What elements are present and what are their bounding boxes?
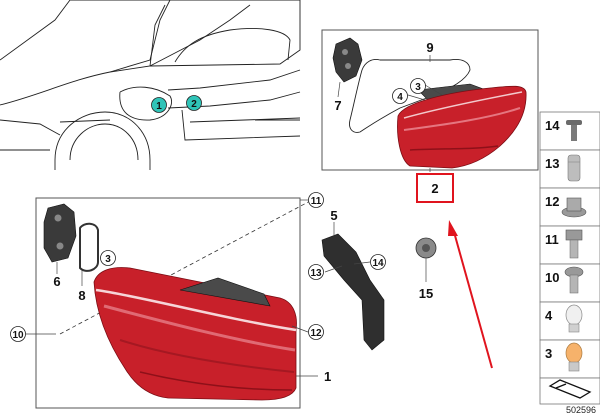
- side-part-10-label: 10: [545, 270, 559, 285]
- main-callout-5: 5: [330, 208, 337, 223]
- side-parts-list: 14 13 12 11: [539, 111, 600, 405]
- inset-callout-4-label: 4: [397, 92, 403, 103]
- bulb-icon: [565, 342, 583, 372]
- wedge-bulb-icon: [565, 304, 583, 333]
- main-callout-8: 8: [78, 288, 85, 303]
- main-deflector-part: [321, 233, 385, 351]
- inset-callout-9: 9: [426, 40, 433, 55]
- highlighted-part-2[interactable]: 2: [416, 173, 454, 203]
- side-part-14-label: 14: [545, 118, 560, 133]
- car-callout-2-label: 2: [191, 99, 197, 110]
- main-callout-12-label: 12: [310, 328, 322, 339]
- inset-callout-9-label: 9: [426, 40, 433, 55]
- main-callout-13: 13: [308, 264, 324, 280]
- main-callout-15: 15: [419, 286, 433, 301]
- main-tail-lamp-icon[interactable]: [93, 267, 297, 401]
- inset-callout-7: 7: [334, 98, 341, 113]
- assembly-guide-line: [59, 199, 313, 335]
- main-callout-5-label: 5: [330, 208, 337, 223]
- car-callout-2: 2: [186, 95, 202, 111]
- main-callout-8-label: 8: [78, 288, 85, 303]
- hex-bolt-icon: [565, 229, 583, 259]
- main-callout-11-label: 11: [311, 196, 322, 207]
- main-callout-1: 1: [324, 369, 331, 384]
- side-part-4[interactable]: 4: [539, 301, 600, 341]
- side-part-12-label: 12: [545, 194, 559, 209]
- expanding-nut-icon: [567, 154, 581, 182]
- side-part-12[interactable]: 12: [539, 187, 600, 227]
- main-nut-part: [415, 237, 437, 259]
- main-callout-6: 6: [53, 274, 60, 289]
- main-callout-13-label: 13: [310, 268, 322, 279]
- inset-bracket-part: [332, 37, 363, 83]
- main-callout-11: 11: [308, 192, 324, 208]
- main-callout-6-label: 6: [53, 274, 60, 289]
- screw-icon: [566, 120, 582, 141]
- inset-callout-7-label: 7: [334, 98, 341, 113]
- inset-callout-3-label: 3: [415, 82, 421, 93]
- side-part-13-label: 13: [545, 156, 559, 171]
- main-callout-14-label: 14: [372, 258, 384, 269]
- side-part-11[interactable]: 11: [539, 225, 600, 265]
- main-callout-3-label: 3: [105, 254, 111, 265]
- main-callout-15-label: 15: [419, 286, 433, 301]
- inset-callout-3: 3: [410, 78, 426, 94]
- main-callout-12: 12: [308, 324, 324, 340]
- side-part-14[interactable]: 14: [539, 111, 600, 151]
- car-callout-1-label: 1: [156, 101, 162, 112]
- car-callout-1: 1: [151, 97, 167, 113]
- inset-tail-lamp-icon: [397, 85, 527, 169]
- main-callout-10: 10: [10, 326, 26, 342]
- highlight-arrow-icon: [448, 220, 493, 369]
- side-part-4-label: 4: [545, 308, 553, 323]
- diagram-id: 502596: [566, 405, 596, 415]
- main-callout-10-label: 10: [12, 330, 24, 341]
- main-gasket-part: [79, 222, 99, 272]
- main-callout-14: 14: [370, 254, 386, 270]
- side-part-3[interactable]: 3: [539, 339, 600, 379]
- rear-car-outline-icon: [0, 0, 301, 170]
- highlighted-part-2-label: 2: [431, 181, 438, 196]
- side-part-10[interactable]: 10: [539, 263, 600, 303]
- main-view-frame: [35, 197, 301, 409]
- side-part-3-label: 3: [545, 346, 552, 361]
- side-part-11-label: 11: [545, 232, 559, 247]
- main-callout-3: 3: [100, 250, 116, 266]
- main-bracket-part: [43, 203, 77, 263]
- side-part-13[interactable]: 13: [539, 149, 600, 189]
- previous-diagram-icon[interactable]: [539, 377, 600, 405]
- flange-nut-icon: [561, 197, 587, 218]
- pan-screw-icon: [564, 266, 584, 294]
- main-callout-1-label: 1: [324, 369, 331, 384]
- inset-callout-4: 4: [392, 88, 408, 104]
